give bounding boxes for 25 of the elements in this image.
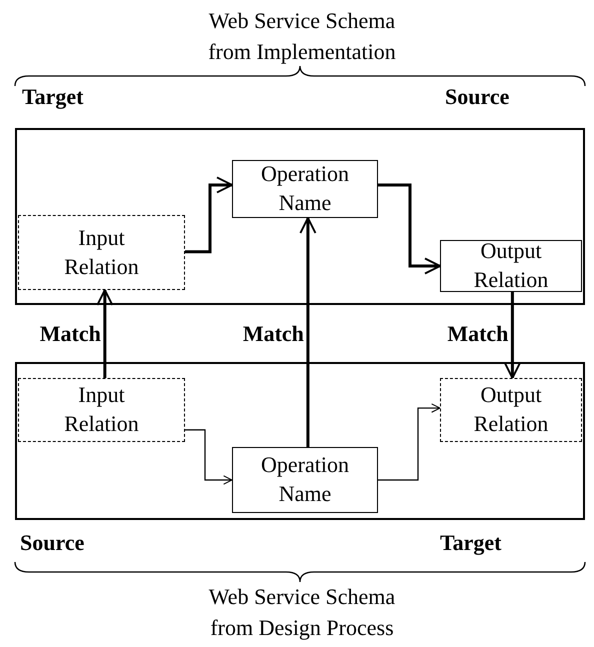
arrow (185, 176, 233, 254)
role-label: Source (445, 84, 510, 110)
box-text: Output Relation (472, 381, 550, 438)
process-box (232, 160, 378, 218)
process-box (232, 447, 378, 513)
box-text: Operation Name (260, 160, 350, 217)
process-box (440, 240, 582, 292)
role-label: Target (22, 84, 84, 110)
arrow (504, 292, 521, 379)
arrow (378, 403, 440, 481)
box-text: Input Relation (63, 381, 140, 438)
arrow (299, 217, 316, 447)
dashed-box (18, 215, 185, 290)
role-label: Source (20, 530, 84, 556)
arrow (378, 183, 441, 274)
dashed-box (440, 378, 582, 442)
role-label: Target (440, 530, 502, 556)
arrow (185, 429, 232, 485)
schema-heading: Web Service Schema from Design Process (208, 583, 396, 642)
box-text: Operation Name (260, 451, 350, 508)
box-text: Output Relation (472, 237, 550, 294)
arrow (96, 289, 114, 378)
dashed-box (18, 378, 185, 442)
schema-heading: Web Service Schema from Implementation (207, 7, 397, 66)
box-text: Input Relation (63, 224, 140, 280)
